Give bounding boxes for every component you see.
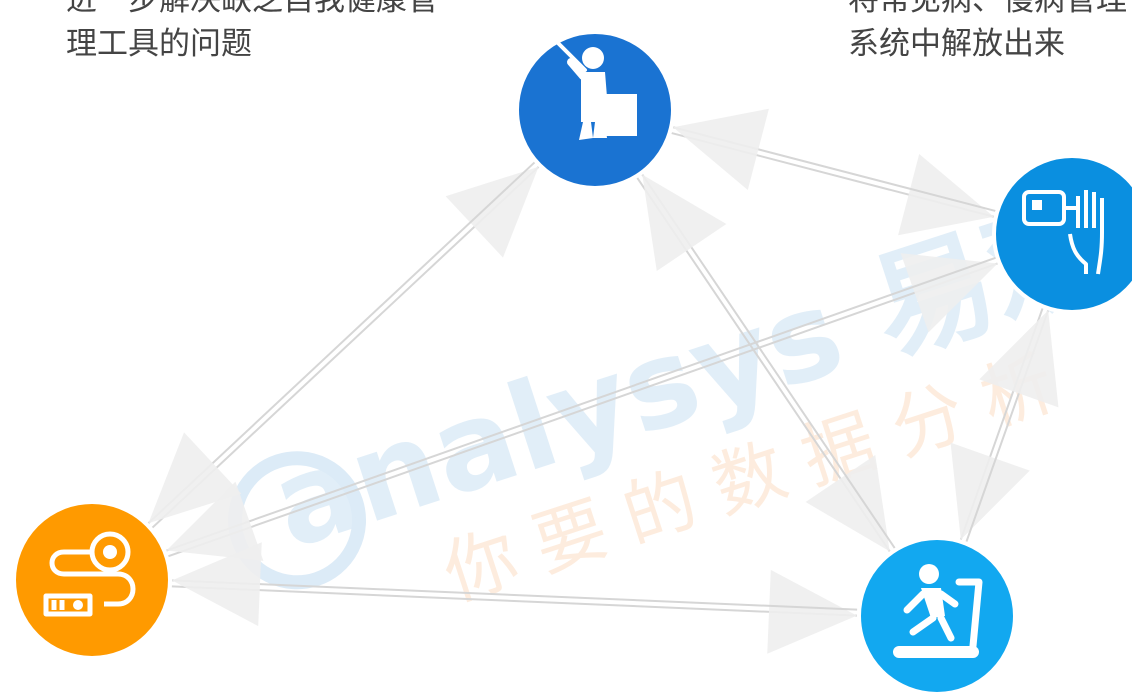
arrowhead-device-to-wearable xyxy=(166,481,264,561)
edge-wearable-to-treadmill xyxy=(171,585,857,617)
node-device[interactable] xyxy=(992,154,1132,314)
caption-left: 进一步解决缺乏自我健康管 理工具的问题 xyxy=(66,0,438,66)
arrowhead-device-to-treadmill xyxy=(950,442,1030,540)
edge-device-to-wearable xyxy=(166,256,996,552)
doctor-teaching-icon xyxy=(551,36,637,140)
arrowhead-wearable-to-doctor xyxy=(445,166,539,258)
arrowhead-doctor-to-device xyxy=(898,153,994,236)
arrowhead-treadmill-to-doctor xyxy=(642,174,727,272)
arrowhead-wearable-to-treadmill xyxy=(767,569,857,654)
node-wearable[interactable] xyxy=(12,500,172,660)
caption-left-line1: 进一步解决缺乏自我健康管 xyxy=(66,0,438,18)
edges xyxy=(147,108,1059,654)
handheld-device-icon xyxy=(1022,190,1104,275)
node-doctor[interactable] xyxy=(515,30,675,190)
node-device-circle xyxy=(992,154,1132,314)
node-wearable-circle xyxy=(12,500,172,660)
arrowhead-treadmill-to-wearable xyxy=(172,542,262,627)
arrowhead-doctor-to-treadmill xyxy=(805,454,890,552)
edge-treadmill-to-wearable xyxy=(172,579,858,611)
edge-wearable-to-device xyxy=(168,262,998,558)
arrowhead-wearable-to-device xyxy=(900,253,998,333)
caption-left-line2: 理工具的问题 xyxy=(66,26,252,62)
arrowhead-treadmill-to-device xyxy=(979,310,1059,408)
arrowhead-device-to-doctor xyxy=(673,108,769,191)
caption-right: 将常见病、慢病管理 系统中解放出来 xyxy=(848,0,1127,66)
caption-right-line2: 系统中解放出来 xyxy=(848,26,1065,62)
node-treadmill[interactable] xyxy=(857,536,1017,694)
edge-doctor-to-wearable xyxy=(147,161,536,524)
edge-wearable-to-doctor xyxy=(151,166,540,529)
caption-right-line1: 将常见病、慢病管理 xyxy=(848,0,1127,18)
wearable-sensor-icon xyxy=(43,531,136,617)
treadmill-icon xyxy=(893,564,983,658)
